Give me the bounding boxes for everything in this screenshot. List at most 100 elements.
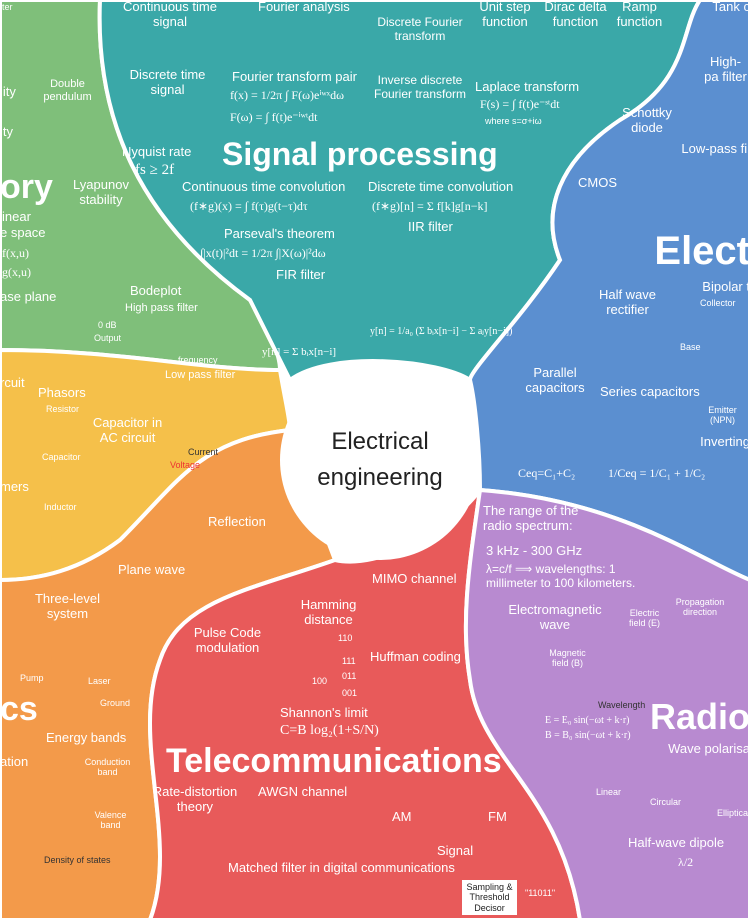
label-capacitor: Capacitor bbox=[42, 452, 81, 462]
label-matched: Matched filter in digital communications bbox=[228, 860, 455, 875]
eq-ct-conv: (f∗g)(x) = ∫ f(τ)g(t−τ)dτ bbox=[190, 199, 308, 213]
eq-nyquist: fs ≥ 2f bbox=[135, 162, 175, 178]
label-lyapunov: Lyapunov stability bbox=[73, 177, 129, 207]
label-ct-conv: Continuous time convolution bbox=[182, 179, 346, 194]
label-schottky: Schottky diode bbox=[622, 105, 672, 135]
label-filter: lter bbox=[0, 2, 13, 12]
label-am: AM bbox=[392, 809, 412, 824]
label-fourier-analysis: Fourier analysis bbox=[258, 0, 350, 14]
label-ground: Ground bbox=[100, 698, 131, 708]
label-conduction: Conduction band bbox=[84, 757, 131, 778]
cube-100: 100 bbox=[312, 676, 328, 686]
label-huffman: Huffman coding bbox=[370, 649, 461, 664]
eq-shannon: C=B log₂(1+S/N) bbox=[280, 723, 379, 738]
cube-111: 111 bbox=[342, 656, 356, 666]
eq-gx: g(x,u) bbox=[2, 265, 31, 279]
label-stability-fragment: lity bbox=[0, 84, 16, 99]
label-dt-conv: Discrete time convolution bbox=[368, 179, 514, 194]
eq-fx: f(x,u) bbox=[2, 246, 29, 260]
label-half-wave: Half wave rectifier bbox=[598, 287, 657, 317]
label-magnetic-field: Magnetic field (B) bbox=[549, 648, 586, 669]
label-cmos: CMOS bbox=[578, 175, 617, 190]
label-low-pass: Low pass filter bbox=[165, 369, 236, 381]
label-idft: Inverse discrete Fourier transform bbox=[373, 73, 467, 101]
label-low-pass-e: Low-pass fil bbox=[681, 141, 750, 156]
label-unit-step: Unit step function bbox=[479, 0, 531, 29]
label-ation: ation bbox=[0, 754, 29, 769]
label-circuit: rcuit bbox=[0, 375, 25, 390]
label-collector: Collector bbox=[700, 298, 736, 308]
label-linear: inear bbox=[2, 209, 31, 224]
radio-title: Radio bbox=[649, 696, 750, 737]
label-mimo: MIMO channel bbox=[372, 571, 457, 586]
label-state-space: e space bbox=[0, 225, 46, 240]
cube-001: 001 bbox=[342, 688, 358, 698]
eq-ft1: f(x) = 1/2π ∫ F(ω)eⁱʷˣdω bbox=[230, 88, 344, 102]
eq-iir: y[n] = 1/a₀ (Σ bᵢx[n−i] − Σ aⱼy[n−j]) bbox=[370, 326, 513, 337]
label-inductor: Inductor bbox=[44, 502, 77, 512]
label-rate-distortion: Rate-distortion theory bbox=[152, 784, 238, 814]
label-0db: 0 dB bbox=[98, 320, 117, 330]
eq-ft2: F(ω) = ∫ f(t)e⁻ⁱʷᵗdt bbox=[230, 110, 318, 124]
label-ramp: Ramp function bbox=[616, 0, 663, 29]
label-current: Current bbox=[188, 447, 219, 457]
label-laser: Laser bbox=[88, 676, 111, 686]
label-awgn: AWGN channel bbox=[258, 784, 348, 799]
label-bipolar: Bipolar t bbox=[702, 279, 750, 294]
label-double-pendulum: Double pendulum bbox=[43, 78, 92, 103]
label-transformers: mers bbox=[0, 479, 29, 494]
cube-110: 110 bbox=[338, 633, 353, 643]
label-output: Output bbox=[94, 333, 122, 343]
label-dirac: Dirac delta function bbox=[544, 0, 607, 29]
label-dft: Discrete Fourier transform bbox=[377, 15, 463, 43]
eq-b-field: B = B₀ sin(−ωt + k·r) bbox=[545, 730, 631, 741]
label-plane-wave: Plane wave bbox=[118, 562, 186, 577]
label-signal: Signal bbox=[437, 843, 474, 858]
label-circular: Circular bbox=[650, 797, 682, 807]
label-parallel-caps: Parallel capacitors bbox=[525, 365, 585, 395]
label-high-pass-e: High-pa filter bbox=[704, 54, 747, 84]
label-series-caps: Series capacitors bbox=[600, 384, 700, 399]
label-wavelength: Wavelength bbox=[598, 700, 646, 710]
label-bodeplot: Bodeplot bbox=[130, 283, 182, 298]
eq-fir: y[n] = Σ bᵢx[n−i] bbox=[262, 346, 337, 358]
label-electric-field: Electric field (E) bbox=[628, 608, 660, 629]
label-phase-plane: ase plane bbox=[0, 289, 57, 304]
eq-ceq-parallel: Ceq=C₁+C₂ bbox=[518, 466, 576, 480]
label-linear: Linear bbox=[596, 787, 622, 797]
label-fourier-pair: Fourier transform pair bbox=[232, 69, 357, 84]
label-base: Base bbox=[680, 342, 701, 352]
label-propagation: Propagation direction bbox=[675, 597, 725, 618]
label-fm: FM bbox=[488, 809, 507, 824]
label-range: 3 kHz - 300 GHz bbox=[486, 543, 583, 558]
label-parseval: Parseval's theorem bbox=[224, 226, 335, 241]
label-dos: Density of states bbox=[44, 855, 111, 865]
center-title: Electrical engineering bbox=[280, 360, 480, 560]
label-laplace-where: where s=σ+iω bbox=[485, 116, 542, 126]
label-fir: FIR filter bbox=[276, 267, 326, 282]
optics-title: cs bbox=[0, 690, 38, 728]
label-dipole: Half-wave dipole bbox=[628, 835, 725, 850]
signal-title: Signal processing bbox=[222, 136, 498, 172]
label-emitter: Emitter (NPN) bbox=[708, 405, 737, 426]
label-shannon: Shannon's limit bbox=[280, 705, 368, 720]
label-inverting: Inverting bbox=[700, 434, 750, 449]
label-spectrum: The range of the radio spectrum: bbox=[483, 503, 579, 533]
eq-laplace: F(s) = ∫ f(t)e⁻ˢᵗdt bbox=[480, 97, 560, 111]
label-nyquist: Nyquist rate bbox=[122, 144, 192, 159]
label-valence: Valence band bbox=[94, 810, 127, 831]
label-cap-ac: Capacitor in AC circuit bbox=[92, 415, 163, 445]
label-tank: Tank c bbox=[712, 0, 750, 14]
center-line-1: Electrical bbox=[331, 428, 429, 455]
label-em-wave: Electromagnetic wave bbox=[508, 602, 602, 632]
label-three-level: Three-level system bbox=[34, 591, 101, 621]
label-elliptical: Elliptical bbox=[716, 808, 750, 818]
control-title: ory bbox=[0, 168, 53, 206]
eq-dt-conv: (f∗g)[n] = Σ f[k]g[n−k] bbox=[372, 199, 488, 213]
region-radio bbox=[463, 487, 750, 920]
label-phasors: Phasors bbox=[38, 385, 86, 400]
label-voltage: Voltage bbox=[170, 460, 201, 470]
label-frequency: frequency bbox=[178, 355, 218, 365]
center-line-2: engineering bbox=[317, 464, 443, 491]
